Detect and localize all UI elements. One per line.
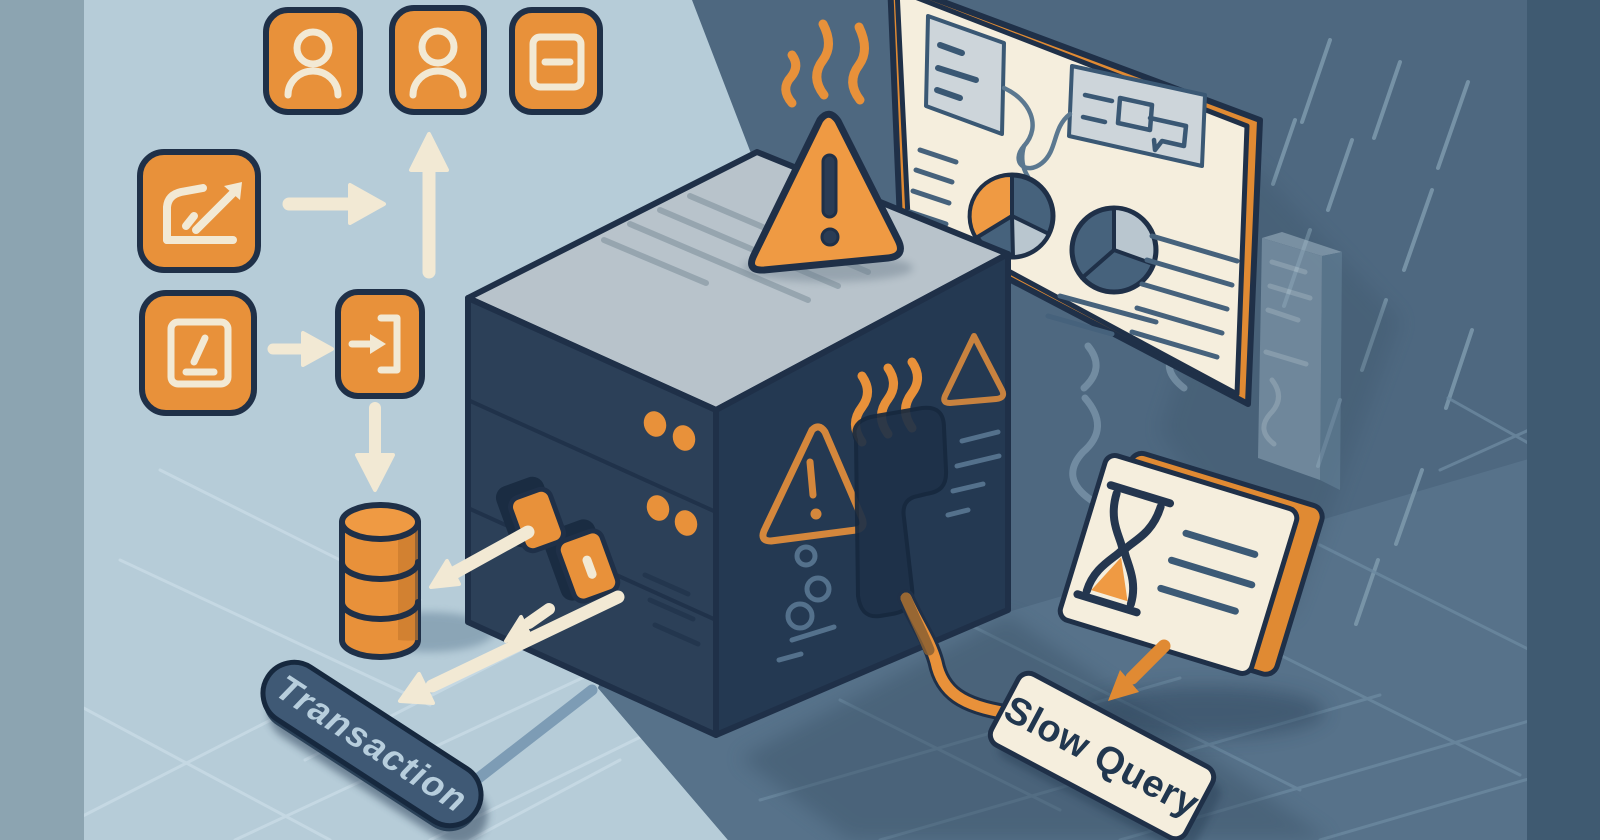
transaction-connector	[470, 684, 598, 786]
card-text-lines	[1157, 529, 1259, 615]
edit-box-icon	[139, 290, 257, 416]
led-lights	[643, 411, 698, 536]
bubbles	[776, 429, 1002, 663]
slow-query-cable	[897, 589, 1017, 722]
warning-triangle-icon	[748, 110, 904, 274]
remove-box-icon	[509, 7, 603, 115]
left-edge-strip	[0, 0, 84, 840]
melted-blob	[852, 405, 949, 619]
flow-arrows	[267, 132, 449, 492]
data-flow-arrows	[398, 525, 625, 705]
card-shadow	[1085, 686, 1325, 738]
dashboard-card	[924, 14, 1006, 136]
user-icon	[389, 5, 487, 115]
hourglass-card	[1057, 450, 1325, 677]
pie-chart-icon	[967, 172, 1056, 260]
face-grooves	[642, 572, 701, 647]
pie-chart-icon	[1069, 205, 1159, 295]
hourglass-icon	[1073, 481, 1175, 617]
chart-up-icon	[137, 149, 261, 273]
icon-tiles	[137, 5, 603, 416]
dashboard-panel	[887, 0, 1263, 407]
ghost-slab	[1258, 232, 1342, 490]
user-icon	[263, 7, 363, 115]
warning-dot	[810, 508, 822, 520]
triangle-outline-icon	[941, 333, 1007, 406]
dashboard-card	[1067, 64, 1207, 168]
slow-query-arrow	[1108, 639, 1171, 701]
plug-ports	[495, 476, 621, 604]
hourglass-sand	[1091, 557, 1128, 602]
document-lines-icon	[907, 147, 1240, 360]
login-icon	[335, 289, 425, 399]
heat-waves-icon	[781, 19, 869, 108]
right-edge-strip	[1527, 0, 1600, 840]
database-icon	[339, 502, 421, 660]
